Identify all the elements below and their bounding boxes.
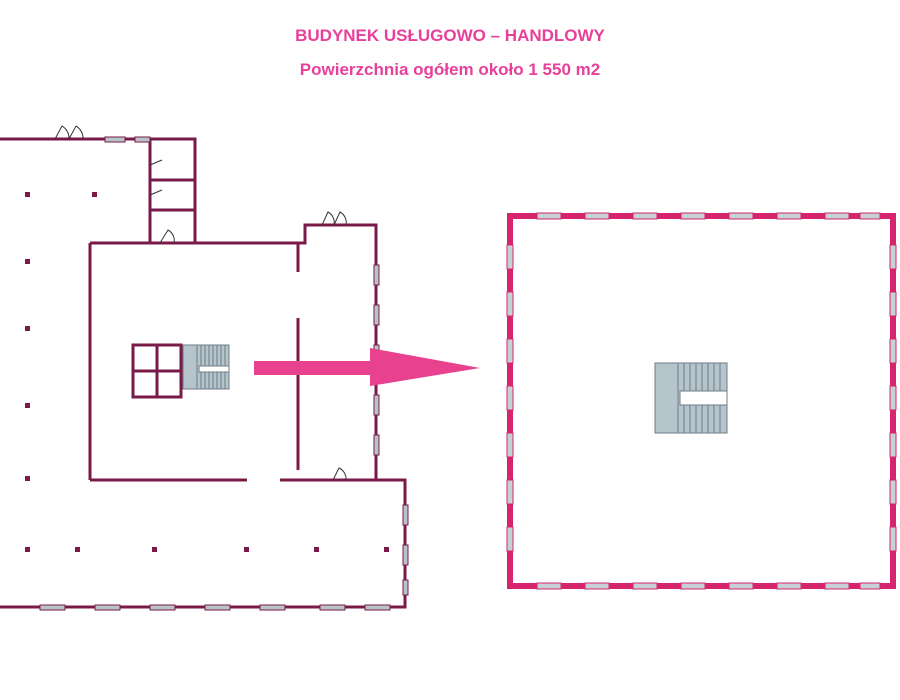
right-staircase bbox=[654, 362, 728, 434]
left-plan-windows bbox=[39, 136, 409, 611]
diagram-subtitle: Powierzchnia ogółem około 1 550 m2 bbox=[299, 60, 601, 79]
direction-arrow bbox=[254, 348, 480, 386]
structural-columns bbox=[25, 192, 389, 552]
upper-floor-plan bbox=[506, 212, 897, 590]
left-staircase bbox=[182, 344, 230, 390]
door-swings bbox=[54, 125, 347, 481]
diagram-title: BUDYNEK USŁUGOWO – HANDLOWY bbox=[295, 26, 605, 45]
